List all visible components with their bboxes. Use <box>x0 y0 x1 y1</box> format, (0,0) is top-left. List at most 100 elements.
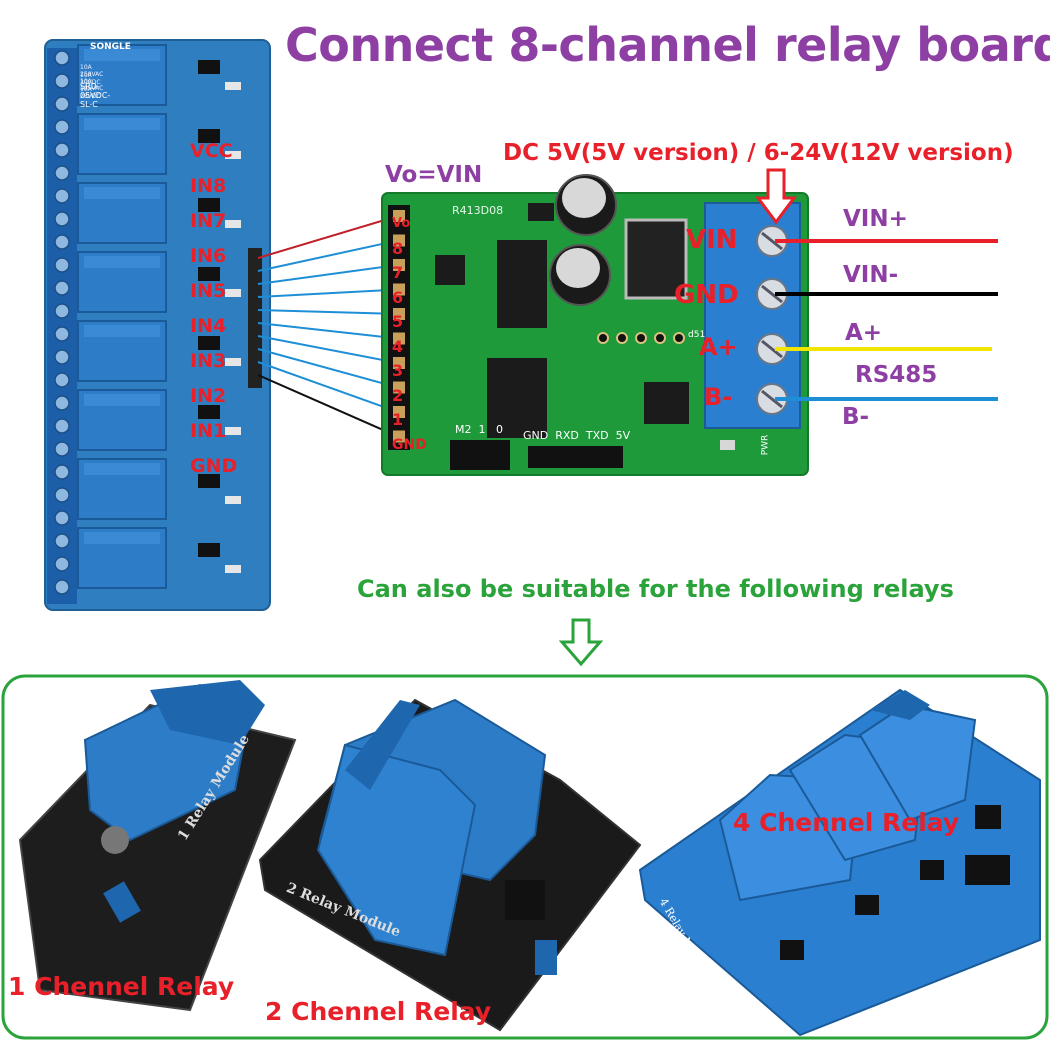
terminal-label-a-plus: A+ <box>699 333 738 361</box>
terminal-screw-icon <box>54 96 70 112</box>
pwr-led <box>720 440 735 450</box>
ribbon-wire <box>257 309 399 315</box>
ribbon-wire <box>257 322 399 340</box>
module-2ch-image <box>258 698 642 1032</box>
header-label-5: 5 <box>392 312 404 331</box>
bottom-label-right: GND RXD TXD 5V <box>523 429 630 442</box>
terminal-screw-icon <box>54 50 70 66</box>
ic-chip-3 <box>644 382 689 424</box>
ribbon-wire <box>257 374 399 438</box>
relay-brand: SONGLE <box>90 42 131 52</box>
relay-board-8ch <box>44 39 271 611</box>
bottom-header-right <box>528 446 623 468</box>
bottom-header-left <box>450 440 510 470</box>
suitable-note: Can also be suitable for the following r… <box>357 575 954 603</box>
label-txd: TXD <box>585 429 609 442</box>
terminal-label-vin: VIN <box>686 225 738 255</box>
relay-pin-in6: IN6 <box>190 245 227 267</box>
header-label-7: 7 <box>392 263 404 282</box>
terminal-screw-icon <box>54 211 70 227</box>
caption-2-channel: 2 Chennel Relay <box>265 997 492 1026</box>
terminal-screw-icon <box>54 441 70 457</box>
relay-pin-in1: IN1 <box>190 420 227 442</box>
ribbon-wire <box>257 361 399 413</box>
relay-pin-vcc: VCC <box>190 140 233 162</box>
ribbon-wire <box>257 288 399 298</box>
header-label-3: 3 <box>392 361 404 380</box>
terminal-screw-icon <box>54 349 70 365</box>
label-m2: M2 <box>455 423 472 436</box>
label-gnd: GND <box>523 429 549 442</box>
terminal-label-b-minus: B- <box>704 383 733 411</box>
ribbon-wire <box>257 335 399 364</box>
page-title: Connect 8-channel relay board <box>285 18 1050 72</box>
down-arrow-vin-icon <box>755 168 797 225</box>
rs485-label: RS485 <box>855 362 938 388</box>
ribbon-wire <box>257 264 399 285</box>
pwr-label: PWR <box>760 434 771 456</box>
bottom-label-left: M2 1 0 <box>455 423 503 436</box>
relay-rating-1: 10A 250VAC 10A 125VAC <box>80 64 104 92</box>
wire-label-a-plus: A+ <box>845 320 883 346</box>
relay-pin-gnd: GND <box>190 455 238 477</box>
relay-pin-in7: IN7 <box>190 210 227 232</box>
relay-model: SRD-05VDC-SL-C <box>80 82 111 109</box>
terminal-screw-icon <box>54 372 70 388</box>
ribbon-wire <box>257 348 399 389</box>
controller-header-labels: Vo 8 7 6 5 4 3 2 1 GND <box>392 212 427 457</box>
terminal-screw-icon <box>54 464 70 480</box>
power-supply-note: DC 5V(5V version) / 6-24V(12V version) <box>503 140 1014 166</box>
terminal-screw-icon <box>54 533 70 549</box>
relay-pin-header <box>248 248 262 388</box>
header-label-8: 8 <box>392 238 404 258</box>
ribbon-wires <box>257 215 399 438</box>
controller-model: R413D08 <box>452 204 504 217</box>
terminal-screw-icon <box>54 579 70 595</box>
down-arrow-green-icon <box>558 618 604 667</box>
module-1ch-image <box>18 680 297 1012</box>
terminal-screw-icon <box>54 395 70 411</box>
relay-pin-in2: IN2 <box>190 385 227 407</box>
header-label-vo: Vo <box>392 216 411 231</box>
ribbon-wire <box>257 215 399 259</box>
relay-pin-in3: IN3 <box>190 350 227 372</box>
terminal-screw-icon <box>54 188 70 204</box>
relay-pin-in5: IN5 <box>190 280 227 302</box>
terminal-screw-icon <box>54 556 70 572</box>
label-5v: 5V <box>615 429 631 442</box>
module-4ch-image <box>638 688 1041 1037</box>
label-rxd: RXD <box>555 429 579 442</box>
ic-chip-1 <box>497 240 547 328</box>
header-label-6: 6 <box>392 287 404 307</box>
wire-label-b-minus: B- <box>842 404 870 430</box>
wire-label-vin-plus: VIN+ <box>843 206 908 232</box>
vo-label: Vo=VIN <box>385 162 483 188</box>
terminal-screw-icon <box>54 326 70 342</box>
relay-pin-in8: IN8 <box>190 175 227 197</box>
terminal-screw-icon <box>54 234 70 250</box>
terminal-screw-icon <box>54 280 70 296</box>
terminal-label-gnd: GND <box>674 280 739 310</box>
led-label: d51 <box>688 330 706 340</box>
terminal-screw-icon <box>54 510 70 526</box>
terminal-screw-icon <box>54 418 70 434</box>
terminal-screw-icon <box>54 487 70 503</box>
terminal-screw-icon <box>54 303 70 319</box>
relay-pin-labels: VCC IN8 IN7 IN6 IN5 IN4 IN3 IN2 IN1 GND <box>190 140 237 478</box>
header-label-4: 4 <box>392 336 404 356</box>
terminal-screw-icon <box>54 142 70 158</box>
label-0: 0 <box>496 423 503 436</box>
label-1: 1 <box>478 423 486 436</box>
header-label-1: 1 <box>392 410 404 429</box>
controller-board <box>381 174 809 476</box>
terminal-screw-icon <box>54 119 70 135</box>
wire-label-vin-minus: VIN- <box>843 262 899 288</box>
terminal-screw-icon <box>54 73 70 89</box>
regulator-chip <box>624 218 688 300</box>
terminal-screw-icon <box>54 165 70 181</box>
caption-1-channel: 1 Chennel Relay <box>8 972 235 1001</box>
relay-pin-in4: IN4 <box>190 315 227 337</box>
terminal-screw-icon <box>54 257 70 273</box>
ic-chip-2 <box>487 358 547 438</box>
